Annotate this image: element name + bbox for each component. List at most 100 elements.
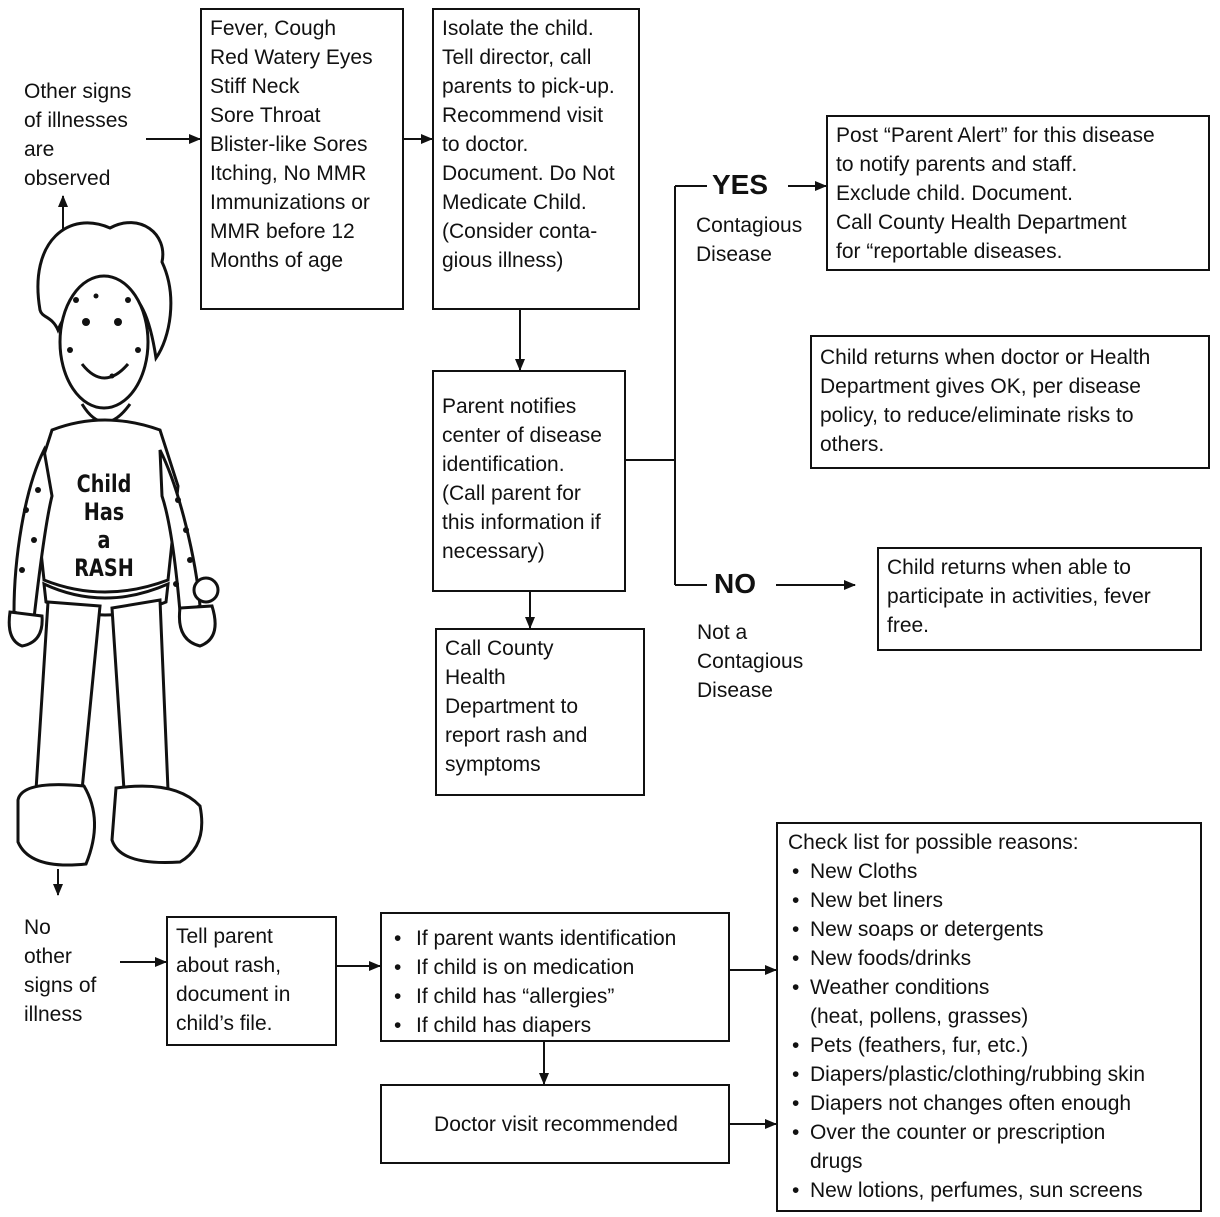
shirt-text-line-3: a xyxy=(97,526,111,554)
call-county-line-3: Department to xyxy=(445,695,579,718)
parent-notifies-box: Parent notifies center of disease identi… xyxy=(432,370,626,592)
child-shoe-right xyxy=(110,784,204,864)
parent-notifies-line-5: this information if xyxy=(442,511,601,534)
symptom-line-7: Immunizations or xyxy=(210,191,370,214)
condition-item-2: If child is on medication xyxy=(390,953,722,982)
child-apple xyxy=(192,576,220,604)
child-face xyxy=(58,274,150,410)
doctor-visit-text: Doctor visit recommended xyxy=(434,1112,678,1136)
rash-spots xyxy=(19,293,193,587)
checklist-item-1-text: New Cloths xyxy=(810,860,918,883)
other-signs-line-1: Other signs xyxy=(24,80,132,103)
child-returns-free-line-1: Child returns when able to xyxy=(887,556,1131,579)
doctor-visit-box: Doctor visit recommended xyxy=(380,1084,730,1164)
call-county-line-1: Call County xyxy=(445,637,554,660)
child-hand-left xyxy=(7,610,44,648)
isolate-line-7: Medicate Child. xyxy=(442,191,587,214)
tell-parent-line-1: Tell parent xyxy=(176,925,273,948)
no-other-signs-label: No other signs of illness xyxy=(24,913,96,1029)
isolate-line-6: Document. Do Not xyxy=(442,162,615,185)
child-eye-right xyxy=(114,318,122,326)
checklist-item-2-text: New bet liners xyxy=(810,889,944,912)
symptom-line-3: Stiff Neck xyxy=(210,75,300,98)
symptom-line-5: Blister-like Sores xyxy=(210,133,368,156)
shirt-text-line-2: Has xyxy=(83,498,125,526)
symptoms-box: Fever, Cough Red Watery Eyes Stiff Neck … xyxy=(200,8,404,310)
child-eye-left xyxy=(82,318,90,326)
checklist-item-10: New lotions, perfumes, sun screens xyxy=(788,1176,1194,1205)
parent-alert-box: Post “Parent Alert” for this disease to … xyxy=(826,115,1210,271)
isolate-line-4: Recommend visit xyxy=(442,104,604,127)
child-leg-right xyxy=(110,598,170,792)
parent-alert-line-4: Call County Health Department xyxy=(836,211,1127,234)
checklist-item-9-text: Over the counter or prescription xyxy=(810,1121,1106,1144)
no-other-signs-line-1: No xyxy=(24,916,51,939)
isolate-box: Isolate the child. Tell director, call p… xyxy=(432,8,640,310)
parent-notifies-line-1: Parent notifies xyxy=(442,395,577,418)
checklist-item-4: New foods/drinks xyxy=(788,944,1194,973)
checklist-item-5: Weather conditions (heat, pollens, grass… xyxy=(788,973,1194,1031)
symptom-line-2: Red Watery Eyes xyxy=(210,46,373,69)
child-hand-right xyxy=(177,604,217,648)
checklist-item-6: Pets (feathers, fur, etc.) xyxy=(788,1031,1194,1060)
checklist-item-2: New bet liners xyxy=(788,886,1194,915)
checklist-item-8: Diapers not changes often enough xyxy=(788,1089,1194,1118)
checklist-item-7: Diapers/plastic/clothing/rubbing skin xyxy=(788,1060,1194,1089)
child-returns-free-line-2: participate in activities, fever xyxy=(887,585,1151,608)
parent-alert-line-2: to notify parents and staff. xyxy=(836,153,1078,176)
child-shirt-text: Child Has a RASH xyxy=(70,470,137,582)
call-county-line-4: report rash and xyxy=(445,724,588,747)
isolate-line-9: gious illness) xyxy=(442,249,564,272)
other-signs-line-3: are xyxy=(24,138,55,161)
parent-alert-line-5: for “reportable diseases. xyxy=(836,240,1063,263)
parent-notifies-line-4: (Call parent for xyxy=(442,482,581,505)
condition-item-4: If child has diapers xyxy=(390,1011,722,1040)
symptom-line-6: Itching, No MMR xyxy=(210,162,367,185)
call-county-line-2: Health xyxy=(445,666,506,689)
isolate-line-5: to doctor. xyxy=(442,133,529,156)
child-leg-left xyxy=(34,600,102,792)
isolate-line-8: (Consider conta- xyxy=(442,220,598,243)
checklist-item-8-text: Diapers not changes often enough xyxy=(810,1092,1132,1115)
tell-parent-box: Tell parent about rash, document in chil… xyxy=(166,916,337,1046)
tell-parent-line-3: document in xyxy=(176,983,291,1006)
isolate-line-1: Isolate the child. xyxy=(442,17,594,40)
shirt-text-line-4: RASH xyxy=(74,554,134,582)
child-returns-ok-line-1: Child returns when doctor or Health xyxy=(820,346,1151,369)
checklist-items: New Cloths New bet liners New soaps or d… xyxy=(788,857,1194,1205)
checklist-item-7-text: Diapers/plastic/clothing/rubbing skin xyxy=(810,1063,1146,1086)
parent-notifies-line-2: center of disease xyxy=(442,424,602,447)
no-other-signs-line-2: other xyxy=(24,945,72,968)
child-returns-free-line-3: free. xyxy=(887,614,930,637)
no-other-signs-line-3: signs of xyxy=(24,974,97,997)
contagious-line-2: Disease xyxy=(696,243,772,266)
checklist-item-5-text: Weather conditions xyxy=(810,976,990,999)
child-returns-free-box: Child returns when able to participate i… xyxy=(877,547,1202,651)
symptom-line-1: Fever, Cough xyxy=(210,17,337,40)
child-returns-ok-line-3: policy, to reduce/eliminate risks to xyxy=(820,404,1134,427)
parent-notifies-line-3: identification. xyxy=(442,453,565,476)
checklist-item-3: New soaps or detergents xyxy=(788,915,1194,944)
condition-item-3: If child has “allergies” xyxy=(390,982,722,1011)
other-signs-line-4: observed xyxy=(24,167,111,190)
parent-alert-line-1: Post “Parent Alert” for this disease xyxy=(836,124,1155,147)
contagious-label: Contagious Disease xyxy=(696,211,802,269)
other-signs-label: Other signs of illnesses are observed xyxy=(24,77,131,193)
symptom-line-4: Sore Throat xyxy=(210,104,321,127)
checklist-title: Check list for possible reasons: xyxy=(788,831,1079,854)
checklist-item-10-text: New lotions, perfumes, sun screens xyxy=(810,1179,1143,1202)
checklist-box: Check list for possible reasons: New Clo… xyxy=(776,822,1202,1212)
conditions-box: If parent wants identification If child … xyxy=(380,912,730,1042)
child-smile xyxy=(80,363,130,380)
tell-parent-line-2: about rash, xyxy=(176,954,282,977)
checklist-item-9-text-cont: drugs xyxy=(810,1150,863,1173)
child-figure xyxy=(7,221,220,867)
child-shirt xyxy=(32,418,180,594)
parent-notifies-line-6: necessary) xyxy=(442,540,545,563)
symptom-line-9: Months of age xyxy=(210,249,344,272)
shirt-text-line-1: Child xyxy=(76,470,132,498)
yes-label: YES xyxy=(712,169,769,200)
not-contagious-line-2: Contagious xyxy=(697,650,804,673)
child-returns-ok-line-2: Department gives OK, per disease xyxy=(820,375,1141,398)
checklist-item-4-text: New foods/drinks xyxy=(810,947,972,970)
